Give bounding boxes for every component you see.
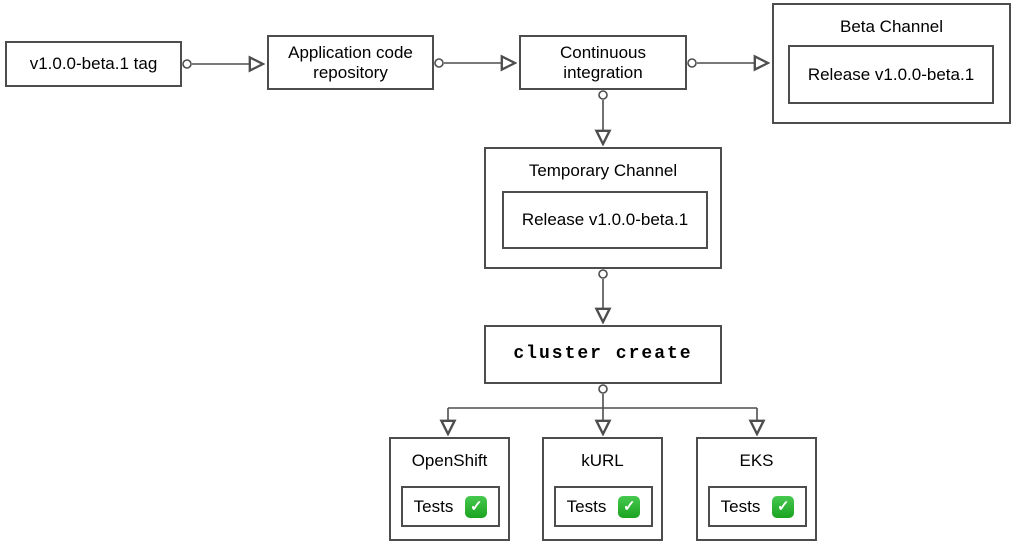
node-beta-channel: Beta Channel Release v1.0.0-beta.1 xyxy=(772,3,1011,124)
cluster-create-label: cluster create xyxy=(513,344,693,365)
kurl-tests-label: Tests xyxy=(566,496,607,516)
beta-channel-release-label: Release v1.0.0-beta.1 xyxy=(807,64,975,84)
node-continuous-integration: Continuous integration xyxy=(519,35,687,90)
node-kurl: kURL Tests ✓ xyxy=(542,437,663,541)
beta-channel-release-box: Release v1.0.0-beta.1 xyxy=(788,45,994,104)
node-version-tag: v1.0.0-beta.1 tag xyxy=(5,41,182,87)
version-tag-label: v1.0.0-beta.1 tag xyxy=(29,54,158,74)
continuous-integration-label: Continuous integration xyxy=(559,42,646,82)
kurl-title: kURL xyxy=(581,451,624,470)
check-mark-button-icon: ✓ xyxy=(465,495,488,518)
node-app-code-repository: Application code repository xyxy=(267,35,434,90)
check-glyph: ✓ xyxy=(623,498,636,515)
node-temporary-channel: Temporary Channel Release v1.0.0-beta.1 xyxy=(484,147,722,269)
kurl-tests-box: Tests ✓ xyxy=(554,486,653,527)
temporary-channel-release-box: Release v1.0.0-beta.1 xyxy=(502,191,708,249)
app-code-repository-label: Application code repository xyxy=(288,42,413,82)
eks-tests-label: Tests xyxy=(720,496,761,516)
eks-title: EKS xyxy=(739,451,774,470)
openshift-tests-label: Tests xyxy=(413,496,454,516)
check-mark-button-icon: ✓ xyxy=(618,495,641,518)
beta-channel-title: Beta Channel xyxy=(839,17,944,36)
openshift-tests-box: Tests ✓ xyxy=(401,486,500,527)
node-cluster-create: cluster create xyxy=(484,325,722,384)
check-mark-button-icon: ✓ xyxy=(772,495,795,518)
temporary-channel-release-label: Release v1.0.0-beta.1 xyxy=(521,210,689,230)
temporary-channel-title: Temporary Channel xyxy=(528,161,678,180)
eks-tests-box: Tests ✓ xyxy=(708,486,807,527)
node-openshift: OpenShift Tests ✓ xyxy=(389,437,510,541)
check-glyph: ✓ xyxy=(470,498,483,515)
check-glyph: ✓ xyxy=(777,498,790,515)
openshift-title: OpenShift xyxy=(411,451,488,470)
node-eks: EKS Tests ✓ xyxy=(696,437,817,541)
